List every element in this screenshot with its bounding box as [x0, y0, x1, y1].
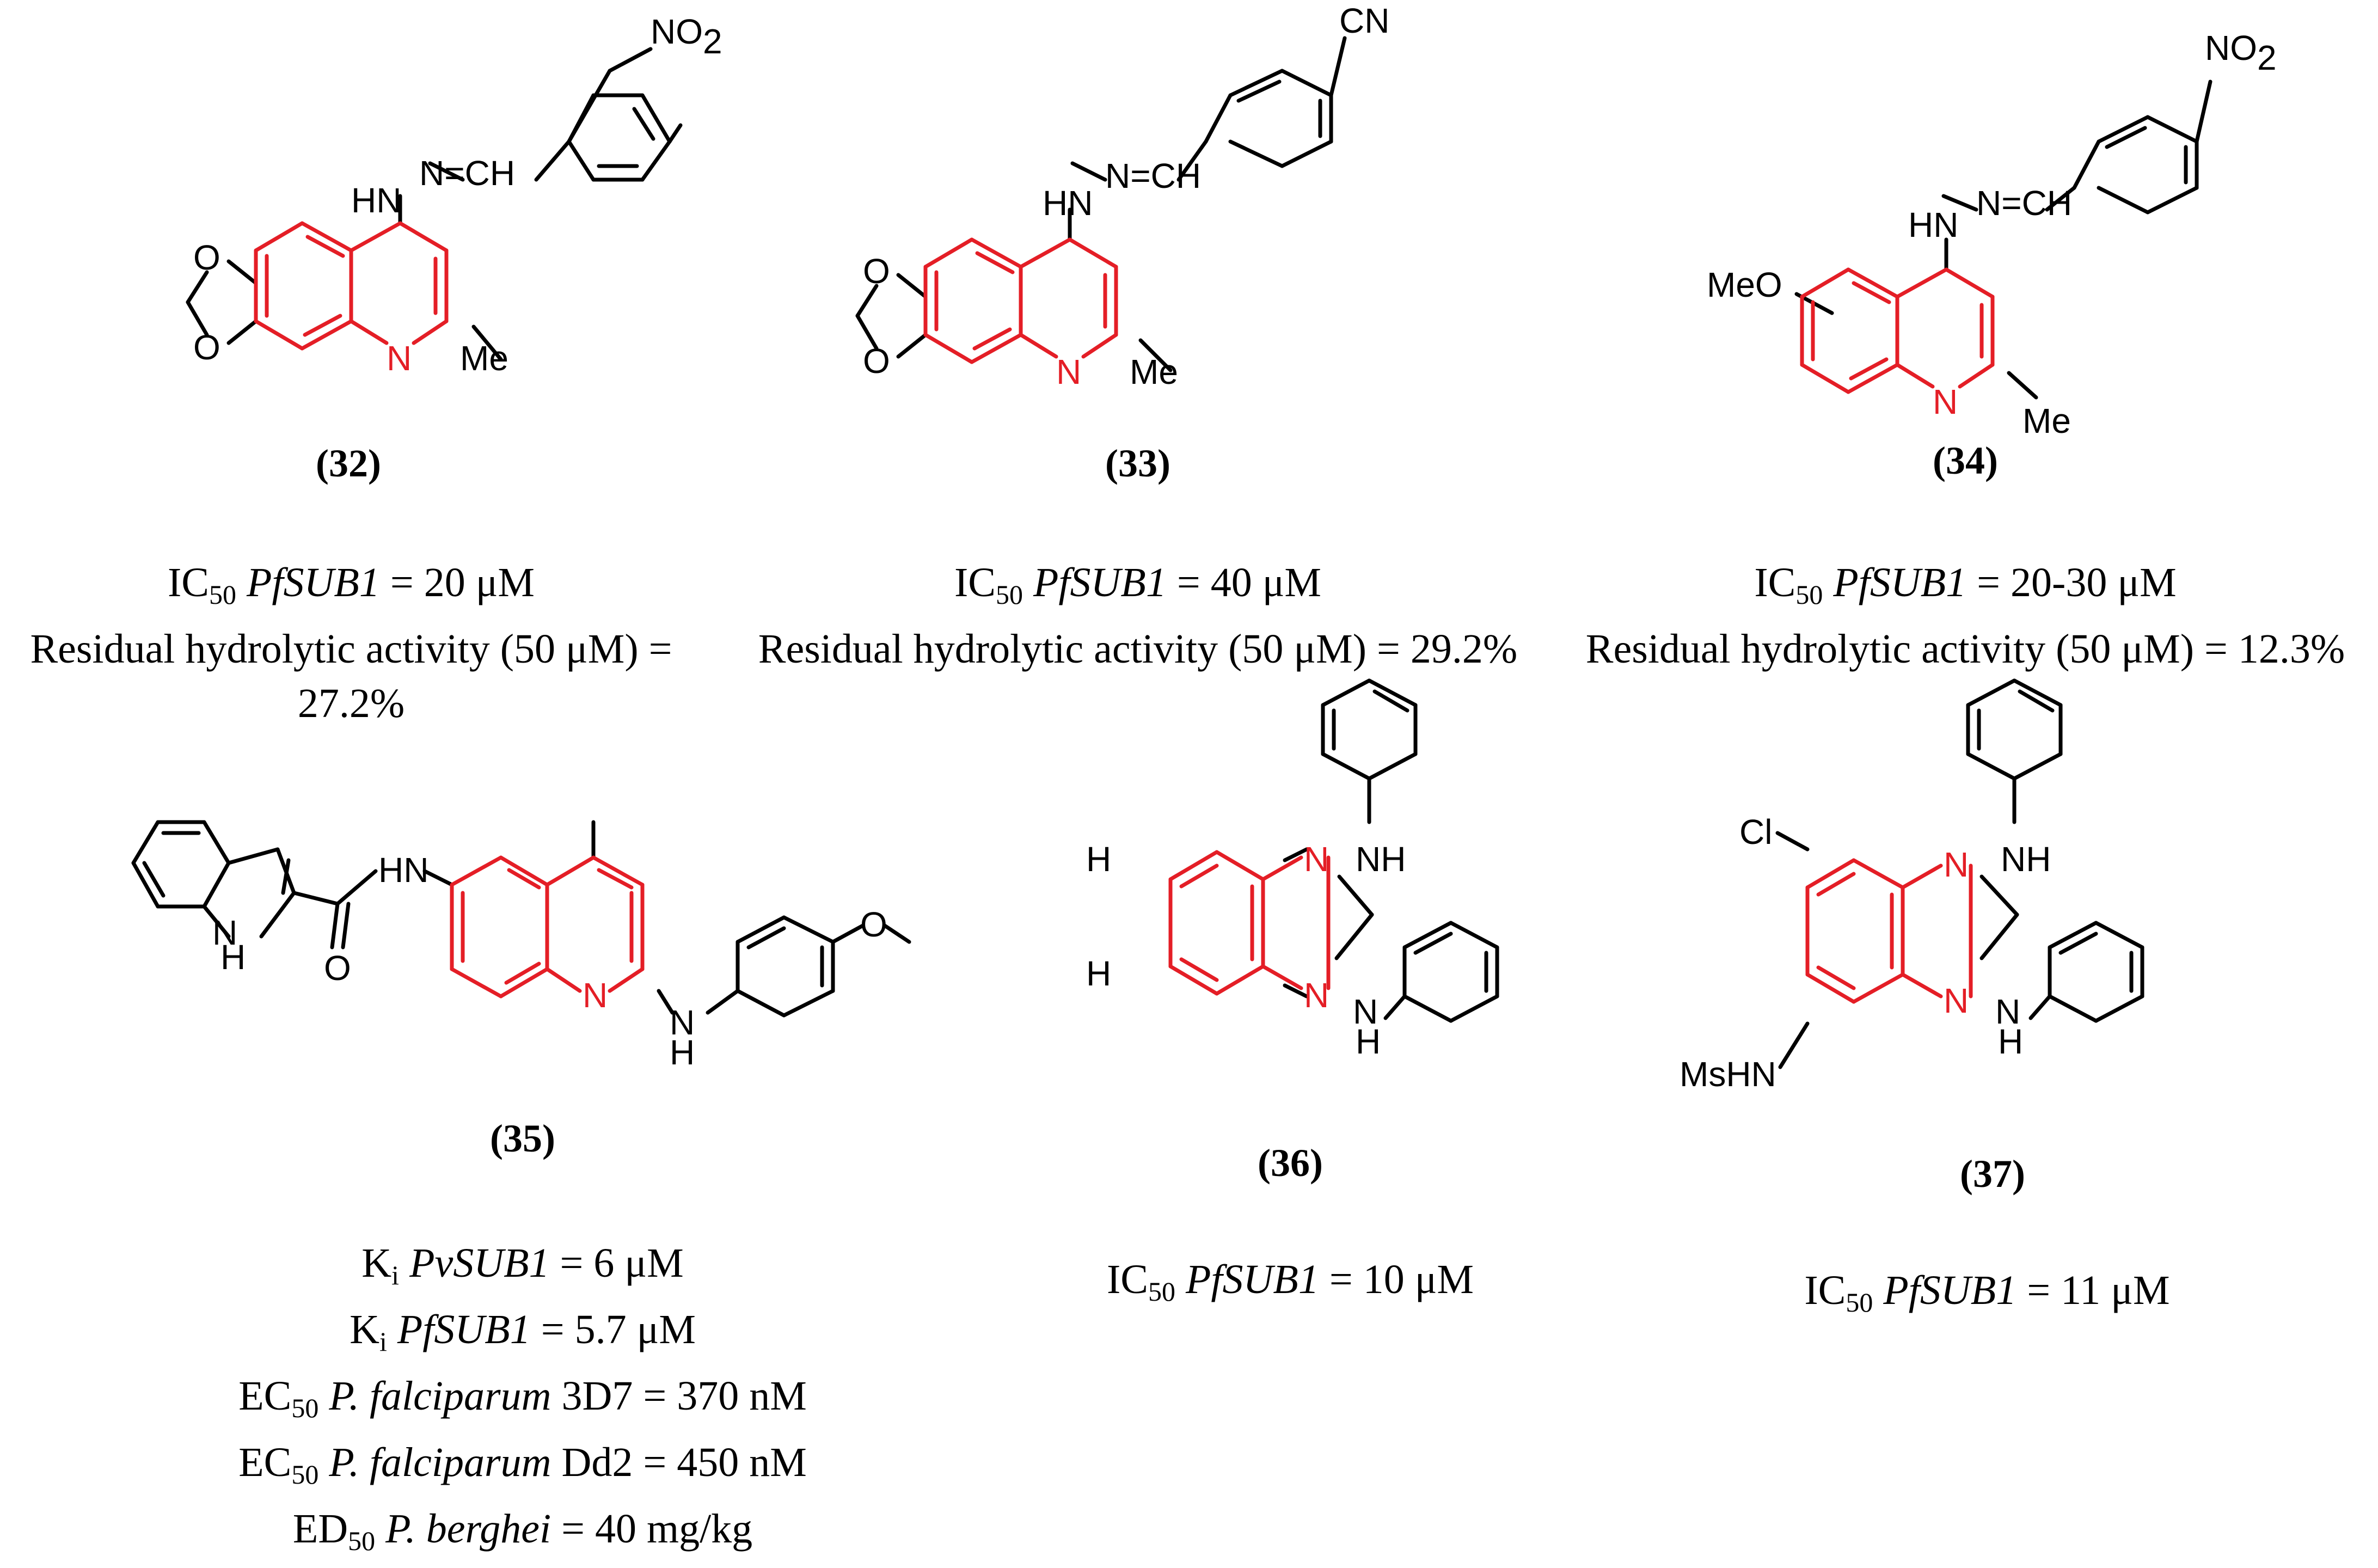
atom-h: H	[1086, 954, 1111, 993]
atom-hn: HN	[1043, 183, 1093, 223]
atom-n-ring: N	[583, 976, 608, 1015]
compound-label: (35)	[490, 1117, 555, 1160]
activity-block: IC50 PfSUB1 = 20 μM Residual hydrolytic a…	[0, 555, 702, 731]
atom-h: H	[1356, 1022, 1381, 1061]
atom-n-eq-ch: N=CH	[1976, 183, 2072, 223]
atom-mshn: MsHN	[1680, 1055, 1776, 1094]
structure-34: NO2 HN N=CH MeO N Me	[1707, 28, 2277, 440]
activity-line: IC50 PfSUB1 = 11 μM	[1804, 1267, 2170, 1318]
activity-line: Residual hydrolytic activity (50 μM) = 2…	[758, 626, 1518, 672]
atom-n-ring: N	[1944, 845, 1969, 884]
atom-hn: HN	[378, 850, 428, 890]
atom-o: O	[860, 905, 887, 944]
structure-diagram: NO2 HN N=CH O O N Me	[131, 1, 2277, 1094]
activity-block: IC50 PfSUB1 = 40 μM Residual hydrolytic a…	[730, 555, 1546, 676]
atom-h: H	[1086, 840, 1111, 879]
atom-n: N	[1353, 992, 1378, 1031]
atom-o: O	[863, 341, 890, 381]
structure-37: Cl MsHN N N NH N H	[1680, 678, 2144, 1094]
activity-line: IC50 PfSUB1 = 20 μM	[167, 560, 535, 610]
atom-n-eq-ch: N=CH	[419, 154, 515, 193]
structure-35: H N O HN N N H O	[131, 820, 911, 1072]
atom-cn: CN	[1339, 1, 1389, 40]
activity-block: IC50 PfSUB1 = 11 μM	[1688, 1263, 2287, 1330]
atom-no2: NO2	[651, 12, 722, 61]
activity-line: EC50 P. falciparum Dd2 = 450 nM	[238, 1440, 807, 1490]
atom-n: N	[212, 913, 237, 952]
structure-32: NO2 HN N=CH O O N Me	[186, 12, 722, 378]
activity-line: ED50 P. berghei = 40 mg/kg	[292, 1506, 753, 1556]
atom-o: O	[193, 328, 220, 367]
compound-label: (37)	[1960, 1152, 2025, 1196]
atom-h: H	[220, 938, 246, 977]
compound-label: (33)	[1105, 442, 1170, 485]
atom-me: Me	[1130, 352, 1178, 391]
atom-o: O	[324, 948, 351, 988]
compound-label: (36)	[1258, 1141, 1323, 1185]
atom-n-eq-ch: N=CH	[1105, 156, 1201, 195]
activity-line: IC50 PfSUB1 = 20-30 μM	[1754, 560, 2177, 610]
atom-n-ring: N	[387, 339, 412, 378]
atom-o: O	[193, 238, 220, 277]
atom-no2: NO2	[2205, 28, 2277, 77]
activity-line: 27.2%	[297, 681, 405, 726]
atom-n-ring: N	[1056, 352, 1081, 391]
atom-n: N	[1995, 992, 2020, 1031]
atom-nh: NH	[2001, 840, 2051, 879]
activity-line: IC50 PfSUB1 = 10 μM	[1106, 1257, 1474, 1307]
atom-cl: Cl	[1739, 812, 1772, 852]
atom-n-ring: N	[1933, 382, 1958, 421]
activity-block: IC50 PfSUB1 = 10 μM	[991, 1252, 1590, 1319]
activity-line: IC50 PfSUB1 = 40 μM	[954, 560, 1322, 610]
compound-label: (34)	[1933, 439, 1998, 482]
atom-hn: HN	[351, 181, 401, 220]
activity-block: Ki PvSUB1 = 6 μM Ki PfSUB1 = 5.7 μM EC50 P…	[142, 1236, 904, 1568]
atom-n-ring: N	[1304, 976, 1329, 1015]
activity-line: Ki PfSUB1 = 5.7 μM	[350, 1307, 696, 1357]
atom-me: Me	[2022, 401, 2071, 440]
activity-line: Ki PvSUB1 = 6 μM	[361, 1240, 684, 1290]
atom-n-ring: N	[1944, 981, 1969, 1020]
atom-me: Me	[460, 339, 508, 378]
atom-o: O	[863, 252, 890, 291]
atom-meo: MeO	[1707, 265, 1782, 304]
compound-label: (32)	[316, 442, 381, 485]
atom-hn: HN	[1908, 205, 1958, 244]
structure-33: CN HN N=CH O O N Me	[855, 1, 1389, 391]
atom-n-ring: N	[1304, 840, 1329, 879]
activity-block: IC50 PfSUB1 = 20-30 μM Residual hydrolyti…	[1557, 555, 2374, 676]
structure-36: H H N N NH N H	[1086, 678, 1499, 1061]
atom-n: N	[670, 1003, 695, 1042]
atom-nh: NH	[1356, 840, 1406, 879]
atom-h: H	[670, 1033, 695, 1072]
activity-line: Residual hydrolytic activity (50 μM) = 1…	[1585, 626, 2345, 672]
atom-h: H	[1998, 1022, 2023, 1061]
activity-line: EC50 P. falciparum 3D7 = 370 nM	[238, 1373, 807, 1423]
activity-line: Residual hydrolytic activity (50 μM) =	[30, 626, 672, 672]
